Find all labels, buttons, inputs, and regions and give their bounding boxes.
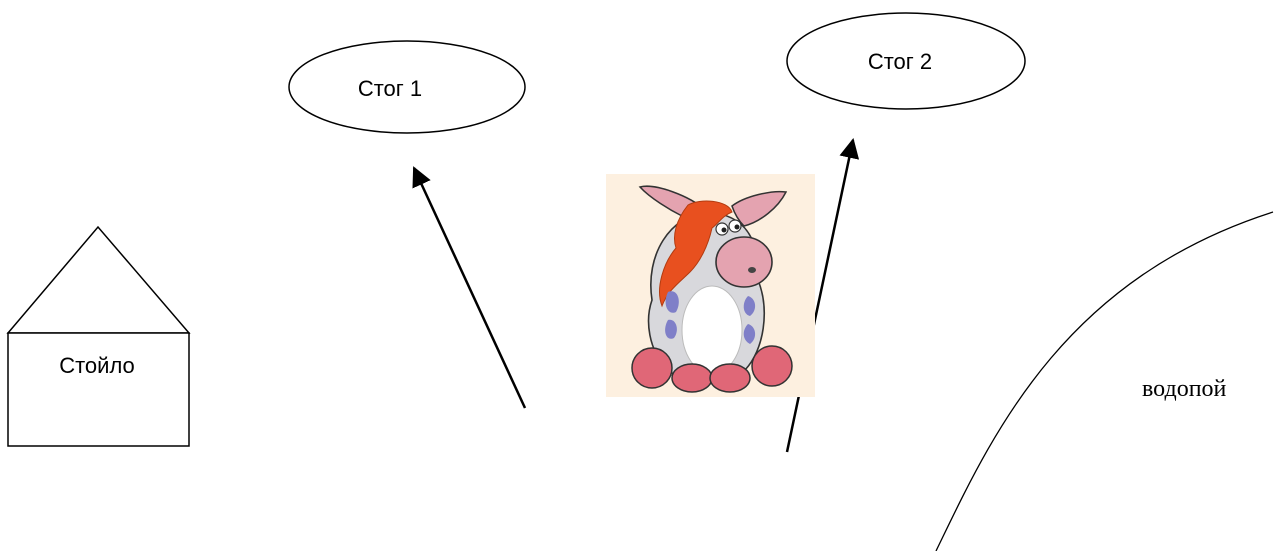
stall-roof: [6, 225, 191, 334]
donkey-illustration: [606, 174, 815, 397]
watering-place-curve: [935, 211, 1274, 551]
watering-place-label: водопой: [1142, 376, 1227, 402]
stall-label: Стойло: [59, 353, 135, 378]
stack-2-ellipse: [786, 12, 1026, 110]
stack-2-label: Стог 2: [868, 49, 932, 74]
arrow-to-stack-1: [412, 166, 527, 409]
stack-1-ellipse: [288, 40, 526, 134]
stall-body: [7, 332, 190, 447]
stack-1-label: Стог 1: [358, 76, 422, 101]
arrow-to-stack-2: [785, 138, 860, 453]
stall-house: Стойло: [6, 225, 191, 447]
stack-2-node: Стог 2: [786, 12, 1026, 110]
stack-1-node: Стог 1: [288, 40, 526, 134]
